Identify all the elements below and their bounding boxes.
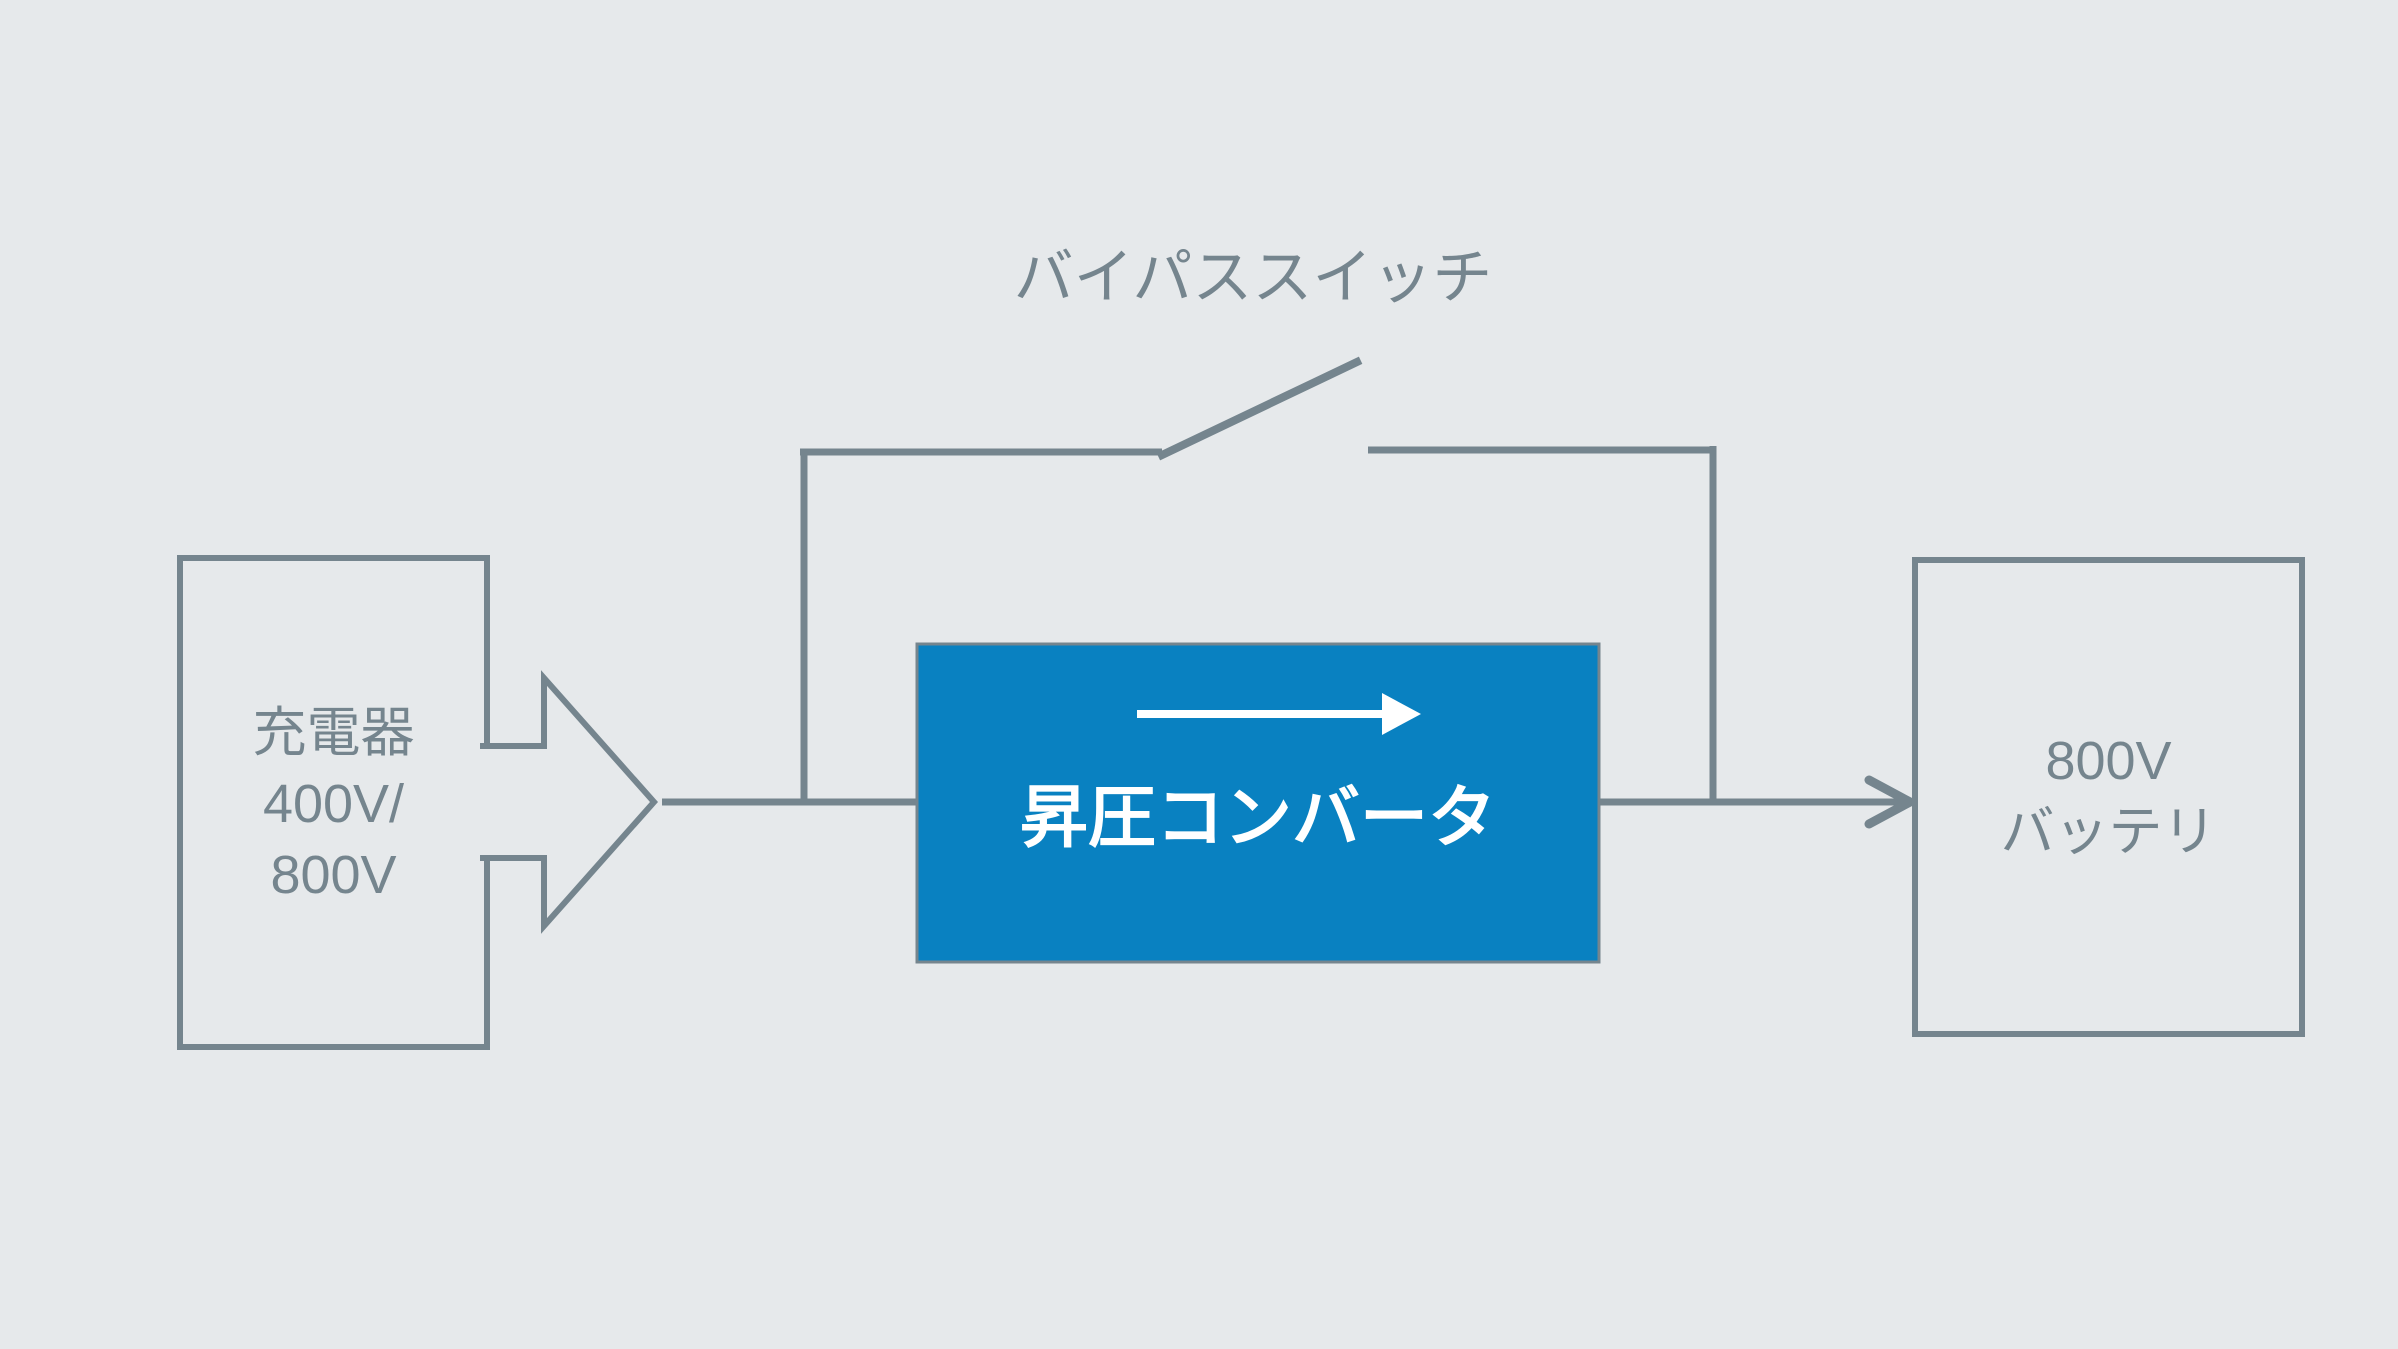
battery-box-label: 800V バッテリ: [1912, 726, 2305, 868]
bypass-switch-symbol: [1156, 356, 1363, 461]
bypass-switch-label: バイパススイッチ: [1013, 244, 1493, 311]
charger-output-block-arrow-icon: [480, 670, 659, 934]
charger-label-line2: 400V/: [262, 774, 405, 834]
charger-label-line1: 充電器: [252, 703, 415, 763]
flow-direction-arrow-icon: [1137, 693, 1421, 735]
battery-label-line1: 800V: [2045, 731, 2172, 791]
battery-label-line2: バッテリ: [2000, 802, 2217, 862]
charger-box-label: 充電器 400V/ 800V: [177, 698, 490, 911]
battery-box: [1912, 557, 2305, 1037]
charger-label-line3: 800V: [270, 845, 397, 905]
converter-box: [915, 642, 1601, 964]
converter-box-label: 昇圧コンバータ: [1019, 780, 1496, 856]
wire-arrowhead-icon: [1864, 775, 1915, 829]
